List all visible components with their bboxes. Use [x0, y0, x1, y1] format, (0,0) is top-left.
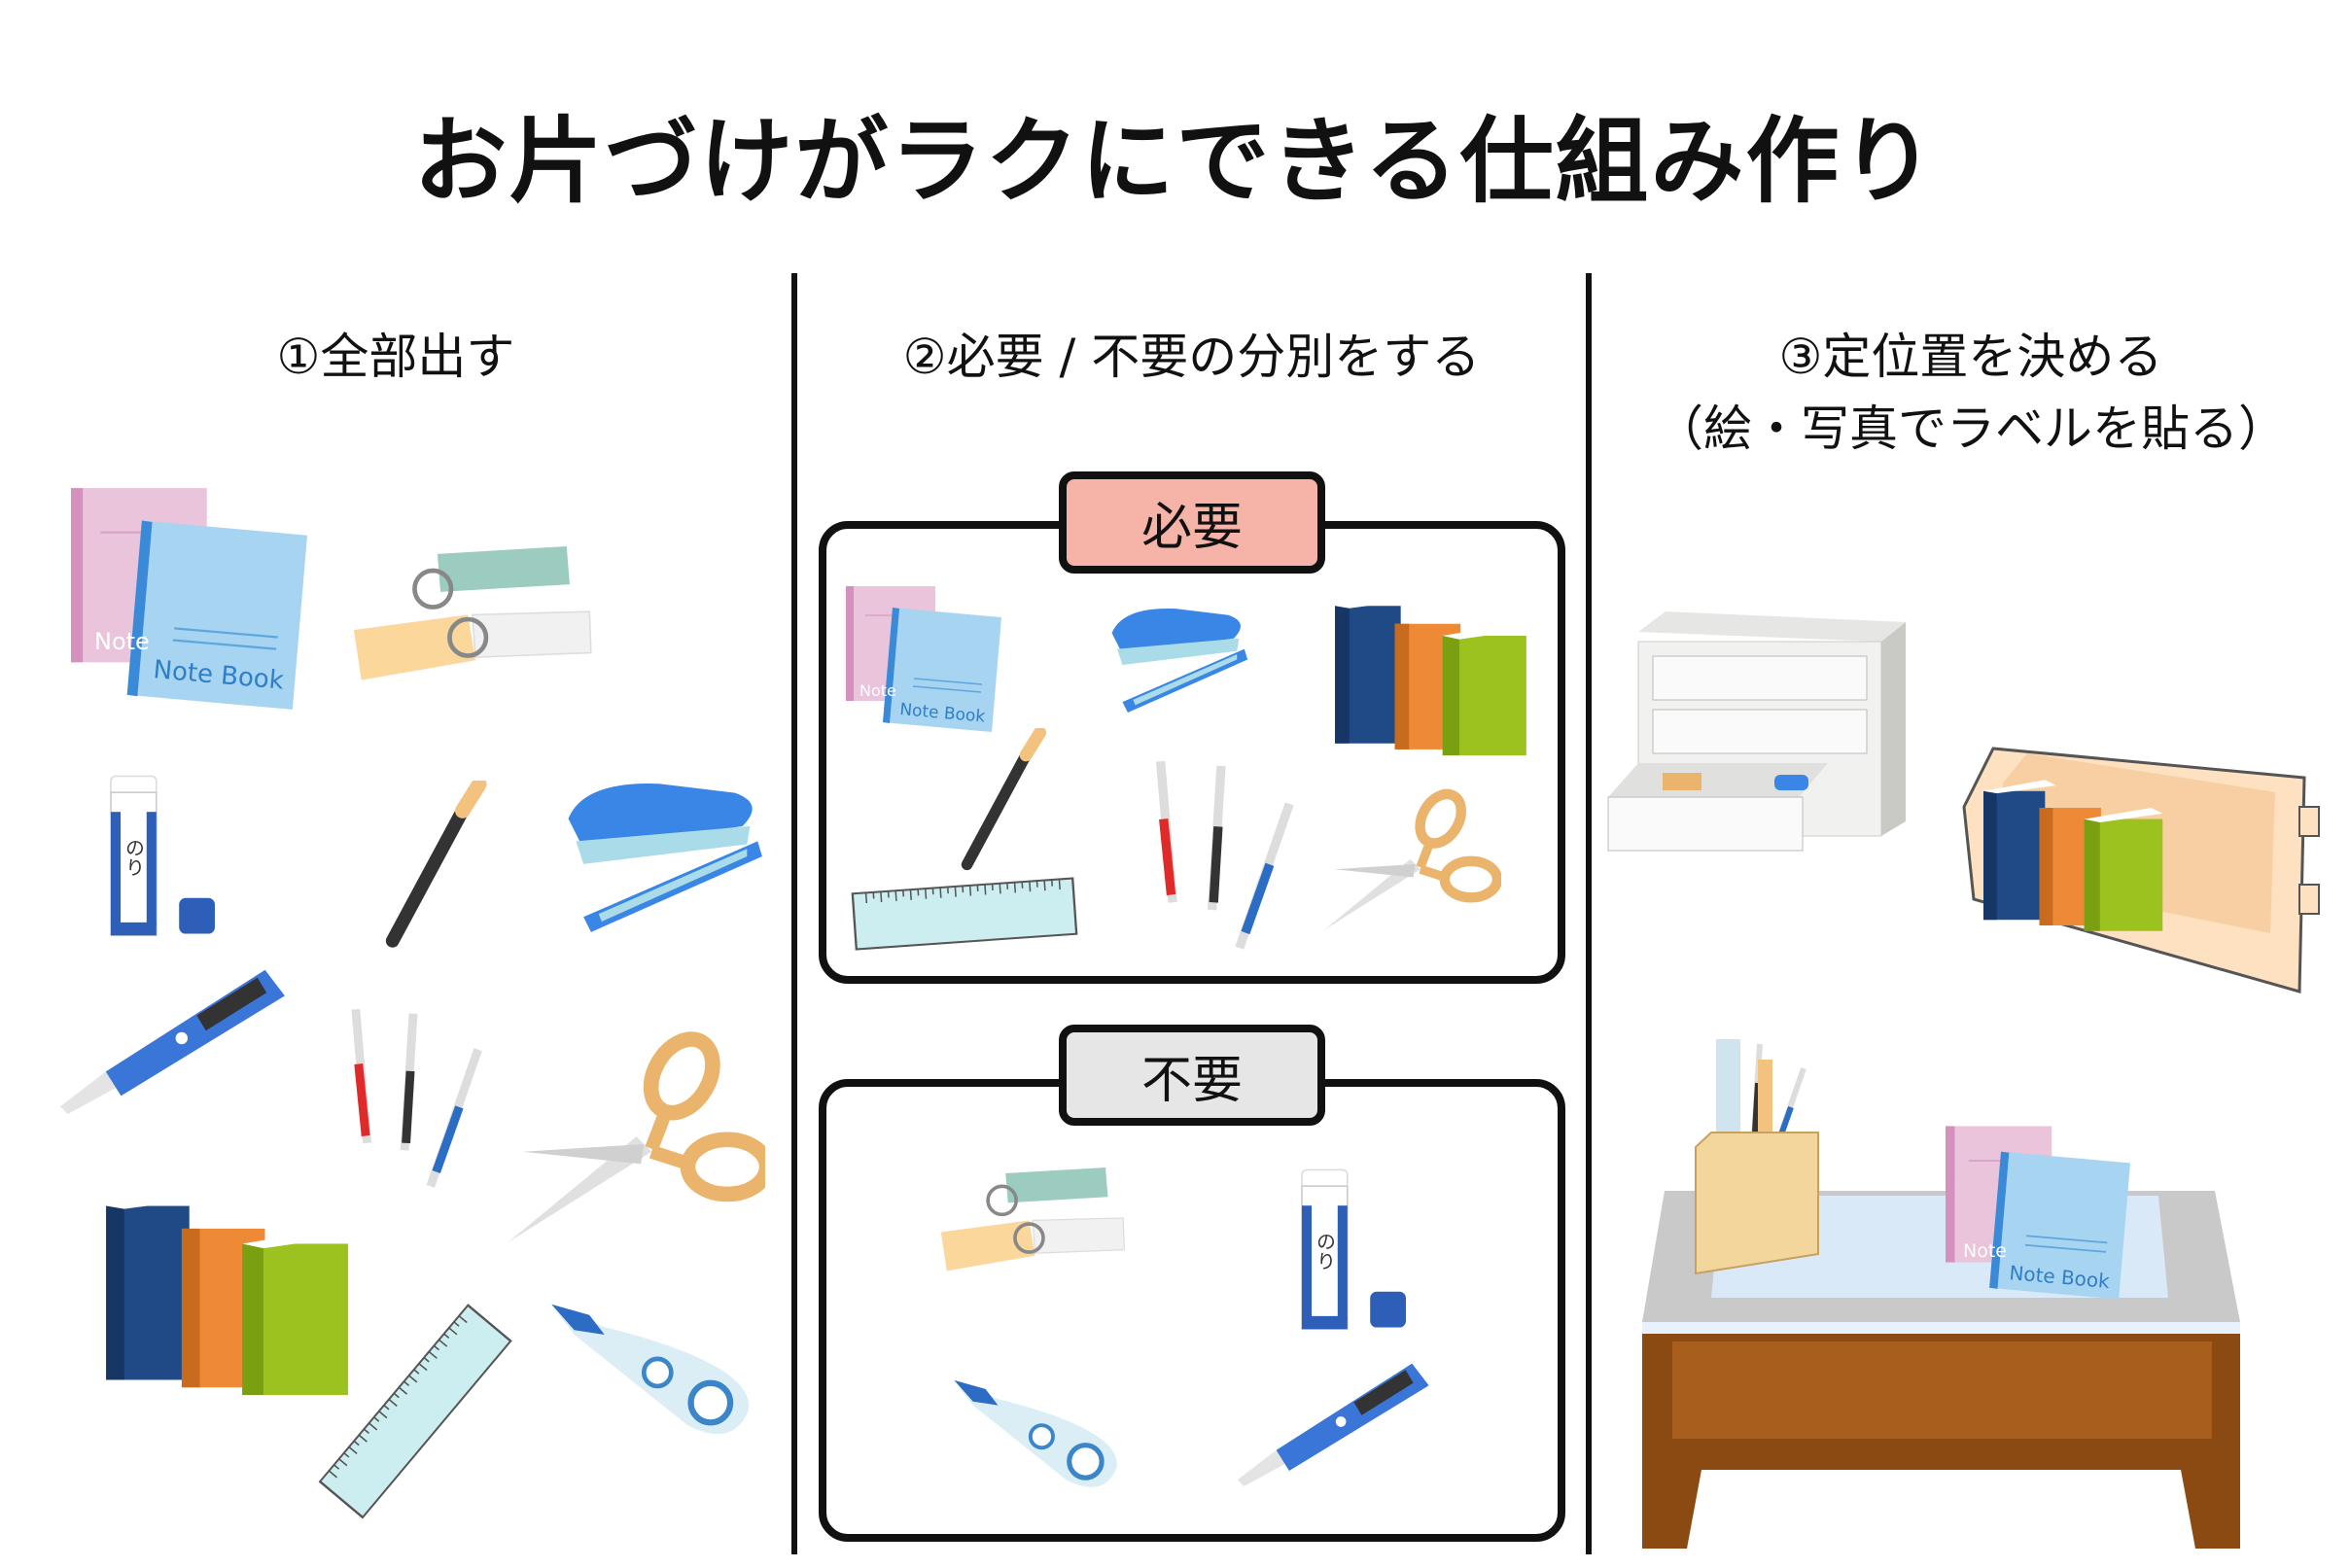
stapler-illustration [1111, 609, 1248, 713]
correction-tape-illustration [551, 1305, 749, 1434]
key-tags-illustration [354, 546, 591, 680]
step2-heading: ②必要 / 不要の分別をする [902, 329, 1481, 385]
ruler-illustration [318, 1304, 512, 1519]
necessary-label: 必要 [1059, 471, 1325, 574]
scissors-illustration [508, 1028, 767, 1243]
unnecessary-label: 不要 [1059, 1025, 1325, 1126]
box-cutter-illustration [60, 969, 285, 1114]
correction-tape-illustration [954, 1380, 1116, 1487]
column-divider [1586, 273, 1592, 1554]
notebook-back-label: Note [1963, 1240, 2007, 1262]
books-illustration [106, 1191, 349, 1395]
scissors-illustration [1324, 786, 1497, 929]
drawer-cabinet-illustration [1607, 611, 1906, 852]
box-cutter-illustration [1237, 1363, 1429, 1486]
step1-heading: ①全部出す [276, 329, 515, 385]
pen-cup-illustration [1695, 1039, 1819, 1275]
pen-illustration [393, 784, 479, 941]
stapler-illustration [568, 784, 762, 932]
ruler-illustration [851, 877, 1078, 951]
step3-heading-line2: （絵・写真でラベルを貼る） [1655, 401, 2287, 457]
glue-stick-illustration [1301, 1168, 1407, 1331]
bookshelf-illustration [1962, 747, 2320, 993]
page-title: お片づけがラクにできる仕組み作り [413, 107, 1937, 216]
step3-heading-line1: ③定位置を決める [1778, 329, 2163, 385]
books-illustration [1335, 593, 1526, 756]
ballpoint-pens-illustration [1161, 761, 1290, 948]
key-tags-illustration [940, 1167, 1127, 1273]
column-divider [791, 273, 797, 1554]
ballpoint-pens-illustration [356, 1009, 478, 1186]
step3-heading: ③定位置を決める （絵・写真でラベルを貼る） [1592, 321, 2350, 465]
pen-illustration [967, 733, 1040, 865]
notebook-back-label: Note [859, 681, 896, 700]
glue-stick-illustration [110, 775, 216, 937]
notebook-back-label: Note [94, 628, 150, 655]
